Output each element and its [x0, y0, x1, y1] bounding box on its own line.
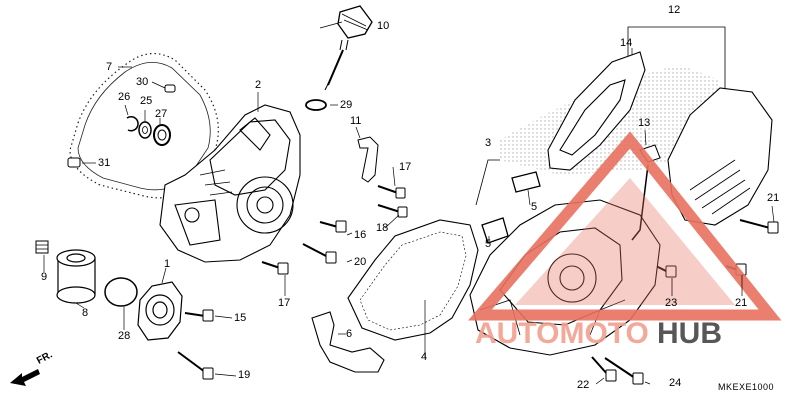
callout-21b: 21	[735, 297, 748, 309]
callout-21a: 21	[767, 192, 780, 204]
left-crankcase-cover	[159, 104, 301, 263]
upper-side-cover	[547, 51, 646, 171]
small-bracket	[311, 311, 385, 373]
callout-7: 7	[106, 61, 113, 73]
o-ring	[305, 99, 327, 111]
leader-lines	[43, 21, 775, 385]
callout-10: 10	[377, 20, 390, 32]
callout-8: 8	[82, 307, 89, 319]
gasket-inner	[77, 62, 211, 191]
callout-5b: 5	[485, 238, 492, 250]
inner-cover-plate	[347, 219, 479, 341]
callout-26: 26	[118, 91, 131, 103]
callout-31: 31	[98, 157, 111, 169]
callout-30: 30	[136, 76, 149, 88]
bolts	[177, 185, 779, 385]
callout-17b: 17	[278, 297, 291, 309]
callout-1: 1	[164, 258, 171, 270]
reference-code: MKEXE1000	[718, 382, 775, 392]
filter-o-ring	[104, 277, 138, 307]
callout-12: 12	[668, 4, 681, 16]
callout-14: 14	[620, 37, 633, 49]
filter-cover	[137, 281, 183, 341]
wire-clamp	[357, 136, 379, 183]
watermark-text-right: HUB	[657, 317, 722, 350]
callout-9: 9	[41, 271, 48, 283]
callout-23: 23	[665, 297, 678, 309]
dowel-pin-small	[164, 84, 176, 93]
callout-27: 27	[155, 108, 168, 120]
watermark-logo	[468, 131, 782, 321]
callout-17a: 17	[399, 161, 412, 173]
callout-29: 29	[340, 99, 353, 111]
callout-24: 24	[669, 377, 682, 389]
callout-2: 2	[255, 79, 262, 91]
rubber-pad-upper	[511, 171, 541, 193]
dowel-pin	[67, 157, 81, 168]
front-arrow	[10, 369, 40, 386]
rubber-pad-lower	[481, 217, 509, 244]
oil-dipstick	[324, 5, 373, 91]
circlip	[126, 115, 139, 132]
callout-15: 15	[234, 312, 247, 324]
callout-3-bracket	[475, 159, 500, 206]
callout-22: 22	[577, 379, 590, 391]
callout-6: 6	[346, 328, 353, 340]
callout-5a: 5	[531, 201, 538, 213]
callout-3: 3	[485, 137, 492, 149]
callout-18: 18	[376, 222, 389, 234]
callout-28: 28	[118, 330, 131, 342]
callout-25: 25	[140, 95, 153, 107]
callout-20: 20	[354, 256, 367, 268]
callout-11: 11	[350, 115, 362, 127]
gasket-outline	[69, 53, 219, 199]
drain-fitting	[35, 240, 49, 254]
callout-4: 4	[421, 351, 428, 363]
outer-generator-cover	[667, 87, 773, 226]
callout-19: 19	[238, 369, 251, 381]
watermark-text-left: AUTOMOTO	[475, 317, 649, 350]
callout-13: 13	[638, 117, 651, 129]
oil-filter	[56, 249, 96, 304]
callout-16: 16	[354, 229, 367, 241]
